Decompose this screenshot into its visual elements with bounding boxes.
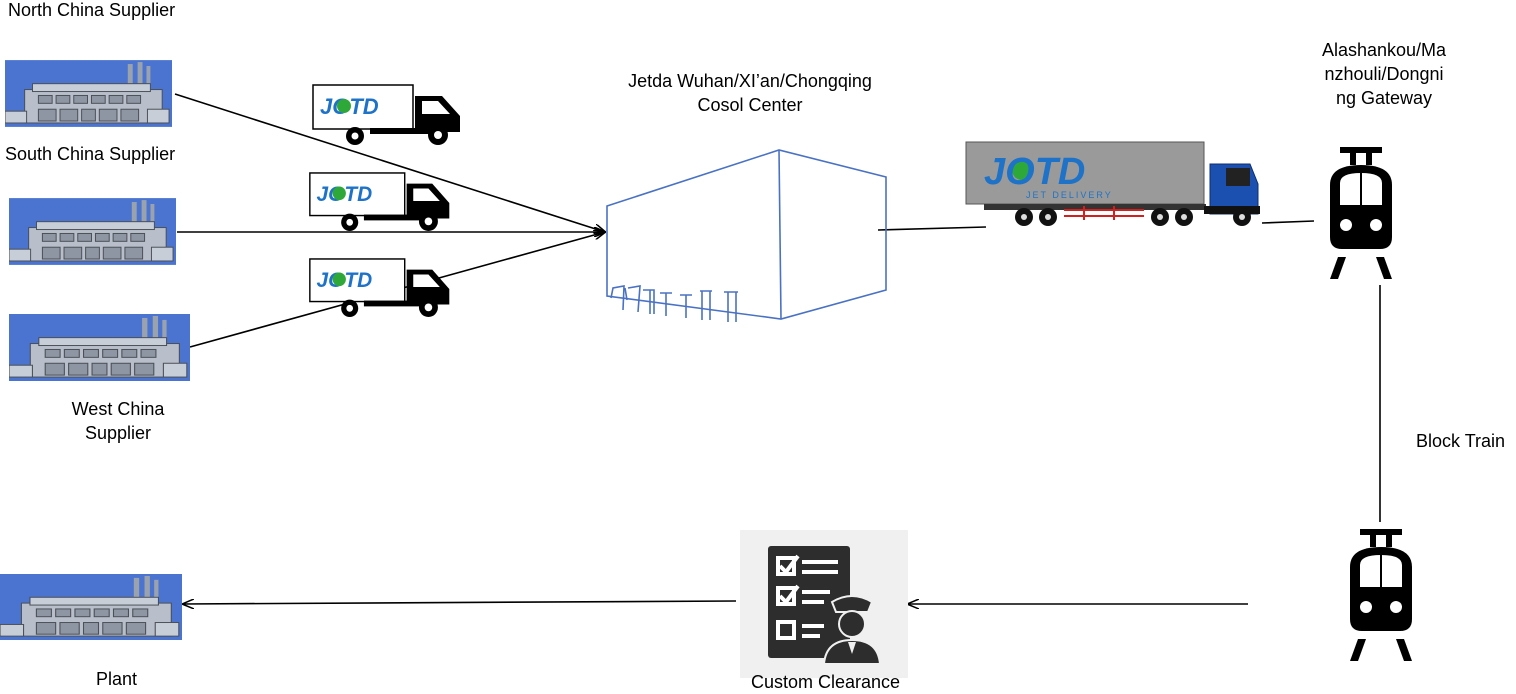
label-gateway-line1: Alashankou/Ma	[1321, 40, 1447, 60]
label-consol-center-line2: Cosol Center	[697, 95, 803, 115]
label-gateway: Alashankou/Ma nzhouli/Dongni ng Gateway	[1310, 38, 1458, 110]
factory-south-icon	[9, 198, 176, 265]
label-consol-center-line1: Jetda Wuhan/XI’an/Chongqing	[628, 71, 872, 91]
line-center-to-truck	[877, 226, 987, 231]
label-north-supplier: North China Supplier	[8, 0, 176, 20]
delivery-truck-2-icon: JOTD	[309, 172, 450, 232]
train-gateway-icon	[1330, 147, 1392, 279]
arrow-north-to-center	[174, 93, 605, 232]
warehouse-icon	[606, 149, 887, 322]
label-west-supplier: West China Supplier	[46, 397, 190, 445]
factory-north-icon	[5, 60, 172, 127]
factory-west-icon	[9, 314, 190, 381]
label-south-supplier: South China Supplier	[5, 144, 176, 164]
label-gateway-line2: nzhouli/Dongni	[1324, 64, 1444, 84]
factory-plant-icon	[0, 574, 182, 640]
label-custom-clearance: Custom Clearance	[751, 672, 901, 692]
semi-truck-logo: JOTD	[984, 151, 1085, 193]
label-west-supplier-line2: Supplier	[84, 423, 152, 443]
label-plant: Plant	[96, 669, 138, 689]
line-truck-to-gateway	[1261, 220, 1315, 224]
label-gateway-line3: ng Gateway	[1335, 88, 1433, 108]
customs-officer-icon	[740, 530, 908, 678]
semi-truck-icon: JOTD JET DELIVERY	[965, 141, 1260, 226]
arrow-customs-to-plant	[183, 601, 737, 604]
delivery-truck-1-icon: JOTD	[312, 84, 460, 145]
label-consol-center: Jetda Wuhan/XI’an/Chongqing Cosol Center	[600, 69, 900, 117]
delivery-truck-3-icon: JOTD	[309, 258, 450, 318]
semi-truck-tagline: JET DELIVERY	[1026, 190, 1113, 200]
label-west-supplier-line1: West China	[71, 399, 165, 419]
train-block-icon	[1350, 529, 1412, 661]
label-block-train: Block Train	[1416, 431, 1506, 451]
